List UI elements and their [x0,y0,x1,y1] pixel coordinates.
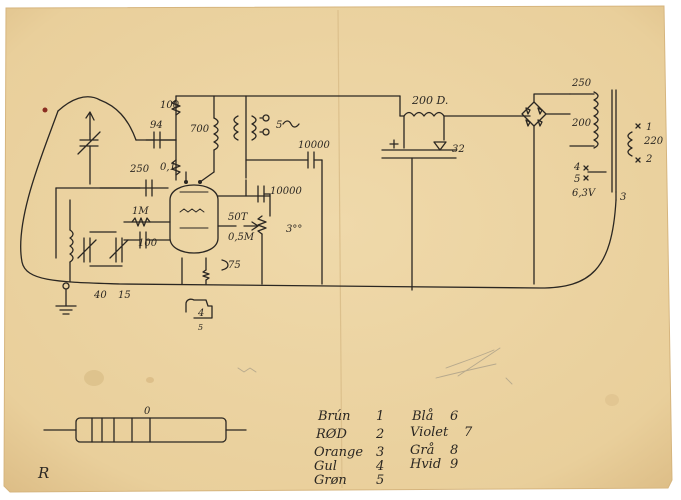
label-choke: 200 D. [411,94,448,107]
label-r-top: 100 [160,100,180,111]
label-c-cathode: 10000 [270,186,302,197]
color-name: Gul [314,459,337,474]
pencil-scribble [457,347,501,377]
ground-icon [55,282,77,315]
color-name: Blå [411,408,433,424]
label-r-1m: 1M [132,206,149,217]
stain [146,377,154,383]
trimmer-capacitor-icon [109,237,129,263]
label-tap-2: 2 [645,154,652,165]
power-transformer-icon [593,91,599,149]
grid-capacitor-icon [145,179,153,197]
color-digit: 1 [376,409,384,424]
choke-coil-icon [403,111,445,117]
resistor-sketch-label: 0 [144,406,151,417]
resistor-color-band-sketch [43,417,247,443]
color-name: Grøn [314,473,347,488]
trimmer-capacitor-icon [77,237,97,263]
color-name: Brún [317,409,351,424]
label-r-mid: 75 [228,260,241,271]
pencil-scribble [435,363,497,379]
antenna-wire [57,96,137,141]
color-digit: 4 [375,459,384,474]
ground-loop [20,110,617,289]
plate-coil-icon [213,117,219,151]
label-transformer-primary: 250 [571,78,592,89]
color-digit: 5 [376,473,384,488]
label-pot-05m: 0,5M [228,232,255,243]
vacuum-tube-icon [169,180,219,254]
color-digit: 6 [450,409,458,424]
tuning-capacitor-icon [77,131,101,155]
label-r-grid: 0,1 [160,162,176,173]
tube-base-icon [185,298,213,319]
pencil-scribble [237,367,257,373]
color-digit: 8 [450,443,458,458]
label-tap-1: 1 [646,122,652,133]
color-name: Hvid [409,457,441,472]
color-name: Grå [410,442,434,458]
label-output: 5 [276,120,282,131]
label-c-100: 100 [138,238,158,249]
label-pot-50t: 50T [228,212,249,223]
pencil-scribble [505,377,513,385]
fold-crease [337,9,343,489]
label-filter-cap: 32 [452,144,465,155]
label-trimmer-a: 40 [93,290,107,301]
resistor-icon [171,99,181,116]
label-tap-4: 4 [573,162,580,173]
color-name: Violet [410,425,449,440]
stain [84,370,104,386]
label-tap-5: 5 [574,174,580,185]
label-r-plate-left: 700 [190,124,210,135]
label-mains: 220 [643,136,664,147]
color-digit: 7 [464,425,473,440]
potentiometer-icon [243,215,267,235]
color-name: RØD [315,427,347,442]
paper-sheet [3,5,673,493]
pencil-scribble [445,349,495,369]
output-transformer-icon [233,115,257,141]
corner-mark: R [37,464,49,482]
color-name: Orange [314,445,363,460]
label-trimmer-b: 15 [118,290,131,301]
label-tap-3: 3 [620,192,626,203]
resistor-icon [202,269,210,281]
label-transformer-secondary: 200 [571,118,592,129]
label-c-out: 10000 [298,140,330,151]
stain [605,394,619,406]
resistor-icon [171,159,181,176]
red-mark [42,107,48,113]
color-code-table: Brún 1 Blå 6 RØD 2 Violet 7 Orange 3 Grå… [314,408,473,488]
color-digit: 3 [376,445,384,460]
antenna-icon [85,111,95,135]
electrolytic-capacitor-icon [221,259,229,271]
label-r-right: 3°° [286,224,302,235]
label-c-grid: 250 [129,164,150,175]
resistor-icon [131,217,151,227]
color-digit: 9 [450,457,458,472]
label-c-antenna: 94 [150,120,163,131]
color-digit: 2 [375,427,384,442]
grid-coil-icon [69,229,74,263]
label-heater-voltage: 6,3V [572,188,597,199]
label-tube-base-num: 4 [197,308,204,319]
label-tube-base-sub: 5 [198,323,203,332]
